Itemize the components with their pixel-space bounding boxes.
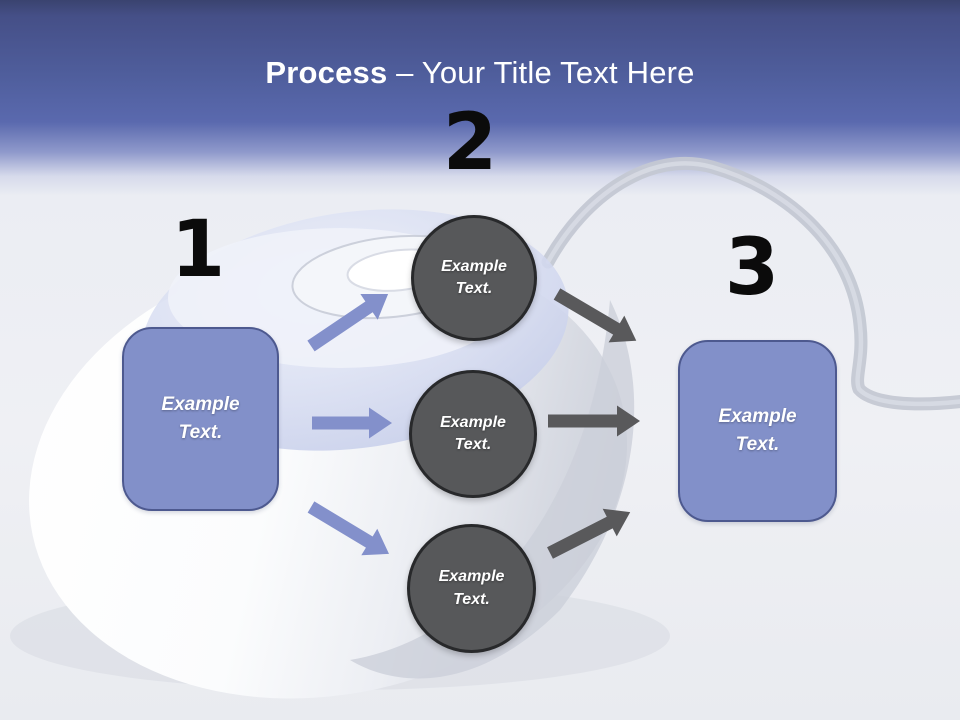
arrow-gray-right [548, 405, 640, 437]
step-number-1: 1 [170, 205, 226, 295]
step2-circle-middle-label: Example Text. [440, 413, 506, 453]
step2-circle-bottom: Example Text. [407, 524, 536, 653]
step1-box-label: Example Text. [161, 394, 240, 443]
step-number-2: 2 [442, 98, 498, 188]
mouse-flank [350, 300, 635, 679]
step2-circle-top: Example Text. [411, 215, 537, 341]
step1-box: Example Text. [122, 327, 279, 511]
step2-circle-top-label: Example Text. [441, 257, 507, 297]
step2-circle-middle: Example Text. [409, 370, 537, 498]
arrow-blue-up-right [307, 293, 389, 352]
arrow-blue-down-right [307, 501, 390, 556]
title-topic: Process [265, 55, 388, 90]
arrow-gray-up-right [547, 508, 631, 559]
arrow-blue-right [312, 407, 392, 439]
arrow-gray-down-right [553, 288, 637, 343]
step2-circle-bottom-label: Example Text. [438, 568, 505, 608]
slide-title: Process– Your Title Text Here [0, 54, 960, 92]
step-number-3: 3 [724, 223, 780, 313]
step3-box: Example Text. [678, 340, 837, 522]
title-text: – Your Title Text Here [396, 55, 695, 90]
mouse-cable-highlight [545, 161, 960, 407]
step3-box-label: Example Text. [718, 406, 797, 455]
